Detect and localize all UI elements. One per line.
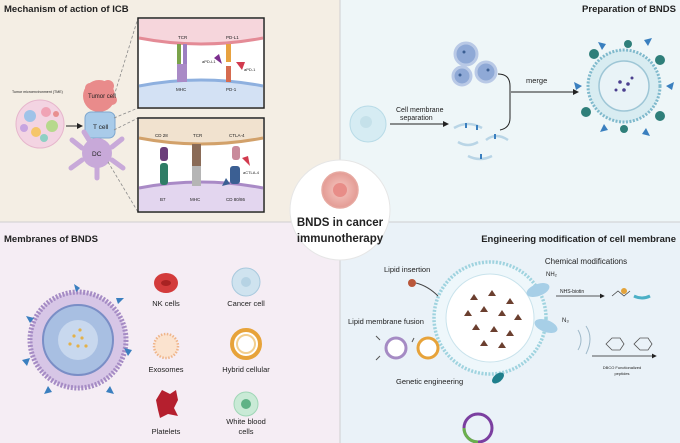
nanoparticle-cluster	[451, 41, 498, 87]
nk-label: NK cells	[152, 299, 180, 308]
dendritic-cell	[68, 129, 126, 181]
biotin-chain	[633, 294, 651, 300]
cancer-cell-nucleus	[241, 277, 251, 287]
nhs-biotin-label: NHS-biotin	[560, 289, 584, 295]
label-tcr-bottom: TCR	[193, 133, 203, 138]
lipid-head	[408, 279, 416, 287]
genetic-label: Genetic engineering	[396, 377, 463, 386]
merge-bracket	[497, 73, 511, 131]
center-title-line2: immunotherapy	[297, 233, 384, 245]
tumor-cell	[83, 80, 117, 112]
tumor-cell-label: Tumor cell	[88, 94, 116, 100]
engineered-cell	[432, 260, 548, 376]
lipid-insertion-label: Lipid insertion	[384, 265, 430, 274]
separation-label-1: Cell membrane	[396, 107, 444, 114]
label-cd28: CD 28	[155, 133, 168, 138]
wbc-label-2: cells	[238, 427, 253, 436]
dbco-label-2: peptides	[614, 371, 629, 376]
biotin-head	[621, 288, 627, 294]
ctla4-synapse-box	[137, 117, 265, 213]
t-cell-label: T cell	[93, 124, 109, 131]
pd1-synapse-box	[137, 17, 265, 109]
label-cd8086: CD 80/86	[226, 197, 246, 202]
q4-title: Engineering modification of cell membran…	[481, 234, 676, 245]
center-disc	[289, 159, 391, 261]
fragment-receptors	[465, 123, 496, 159]
q1-title: Mechanism of action of ICB	[4, 4, 129, 15]
center-cell-nucleus	[333, 183, 347, 197]
bnds-sphere	[22, 284, 132, 394]
dbco-product	[633, 337, 653, 351]
wbc-nucleus	[241, 399, 251, 409]
source-cell-nucleus	[360, 116, 372, 128]
plasmid-segment	[462, 427, 479, 443]
label-ctla4: CTLA-4	[229, 133, 245, 138]
bnds-product	[574, 38, 674, 136]
click-arcs	[577, 325, 591, 355]
platelets-label: Platelets	[152, 427, 181, 436]
label-tcr-top: TCR	[178, 35, 188, 40]
fusion-label: Lipid membrane fusion	[348, 317, 424, 326]
label-apdl1: aPD-L1	[202, 59, 216, 64]
biotin-structure	[611, 290, 631, 297]
separation-label-2: separation	[400, 115, 433, 122]
nh2-label: NH₂	[546, 272, 558, 278]
label-b7: B7	[160, 197, 166, 202]
chemical-tag	[526, 283, 550, 297]
fusion-vesicle-2	[416, 336, 440, 360]
q2-title: Preparation of BNDS	[582, 4, 676, 15]
azide-tag	[534, 319, 558, 333]
genetic-probe	[492, 372, 504, 384]
q3-title: Membranes of BNDS	[4, 234, 98, 245]
exosomes-label: Exosomes	[148, 365, 183, 374]
nk-cell-center	[161, 280, 171, 286]
platelet-icon	[156, 390, 178, 418]
label-mhc-top: MHC	[176, 87, 187, 92]
hybrid-label: Hybrid cellular	[222, 365, 270, 374]
center-title-line1: BNDS in cancer	[297, 217, 384, 229]
n3-label: N₃	[562, 318, 569, 324]
label-pd1: PD-1	[226, 87, 237, 92]
t-cell	[84, 111, 116, 139]
fusion-vesicle-1	[384, 336, 408, 360]
merge-label: merge	[526, 76, 547, 85]
exosome-icon	[152, 332, 180, 360]
tme-label: Tumor microenvironment (TME)	[12, 90, 63, 94]
fusion-receptors	[375, 335, 415, 361]
lipid-tail	[415, 282, 439, 297]
label-actla4: aCTLA-4	[243, 170, 260, 175]
hybrid-inner	[236, 334, 256, 354]
dc-label: DC	[92, 151, 102, 158]
cancer-label: Cancer cell	[227, 299, 265, 308]
dbco-label-1: DBCO Functionalized	[603, 365, 641, 370]
label-pdl1: PD-L1	[226, 35, 239, 40]
label-mhc-bottom: MHC	[190, 197, 201, 202]
chemical-label: Chemical modifications	[545, 257, 627, 266]
tme-cluster	[15, 99, 65, 149]
zoom-lines	[107, 17, 139, 213]
label-apd1: aPD-1	[244, 67, 256, 72]
dbco-ring	[605, 337, 625, 351]
wbc-label-1: White blood	[226, 417, 266, 426]
